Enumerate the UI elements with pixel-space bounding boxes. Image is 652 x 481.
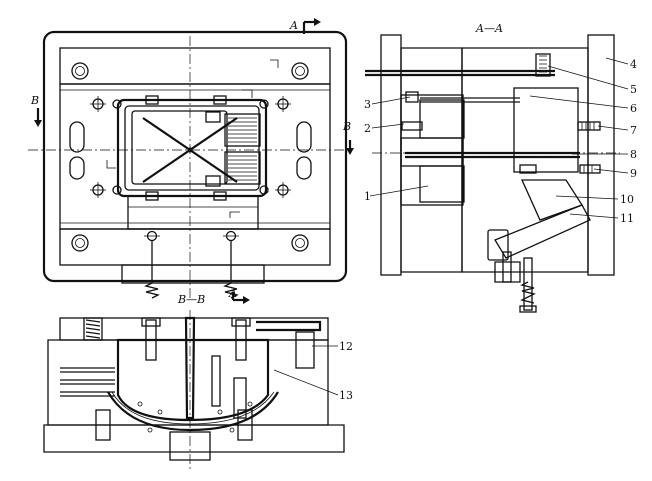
plan-corner-bolts <box>71 62 309 252</box>
part-number-3: 3 <box>364 98 371 111</box>
a-cavity-plate <box>400 47 463 273</box>
part-number-2: 2 <box>364 122 371 135</box>
a-right-clamp-plate <box>587 34 615 276</box>
plan-slide-housing <box>127 195 259 230</box>
part-number-10: 10 <box>620 193 634 206</box>
b-bolt-left <box>145 319 157 361</box>
b-bottom-plate <box>43 424 345 453</box>
section-b-b: B—B <box>43 293 345 470</box>
cut-label-b-right: B <box>342 120 351 133</box>
section-a-a-title: A—A <box>475 22 503 35</box>
a-cavity-teeth-upper <box>419 99 465 139</box>
b-slide-block <box>295 331 315 369</box>
b-left-rods <box>60 367 115 397</box>
b-part-shell <box>107 391 279 432</box>
part-number-1: 1 <box>364 190 371 203</box>
cut-label-a-top: A <box>289 19 298 32</box>
plan-screws <box>90 96 291 242</box>
cut-label-b-left: B <box>30 94 39 107</box>
plan-grille-upper <box>224 113 261 147</box>
b-bolt-right <box>235 319 247 361</box>
part-number-12: 12 <box>339 340 353 353</box>
section-a-a: A—A <box>365 22 620 313</box>
section-b-b-title: B—B <box>177 293 205 306</box>
plan-bottom-bar <box>121 264 265 284</box>
part-number-13: 13 <box>339 389 353 402</box>
part-number-11: 11 <box>620 212 634 225</box>
part-number-callouts: 1 2 3 4 5 6 7 8 9 10 11 12 13 <box>273 57 637 402</box>
plan-spring-right <box>223 282 239 299</box>
part-number-9: 9 <box>630 167 637 180</box>
cut-label-a-bottom: A <box>228 287 237 300</box>
part-number-5: 5 <box>630 83 637 96</box>
a-angle-pin <box>494 204 591 259</box>
plan-top-clamp <box>59 47 331 85</box>
plan-grille-lower <box>224 151 261 185</box>
part-number-4: 4 <box>630 58 637 71</box>
a-side-screws <box>401 91 601 174</box>
plan-view: B B A A <box>28 18 354 304</box>
plan-outer-plate <box>42 30 348 283</box>
part-number-7: 7 <box>630 124 637 137</box>
b-sprue <box>184 316 196 420</box>
plan-bottom-clamp <box>59 228 331 266</box>
a-cavity-teeth-lower <box>419 165 465 203</box>
plan-part-outline <box>131 110 228 185</box>
part-number-8: 8 <box>630 148 637 161</box>
plan-slots <box>69 121 312 180</box>
part-number-6: 6 <box>630 102 637 115</box>
a-core-plate <box>461 47 589 273</box>
plan-spring-left <box>144 282 160 299</box>
